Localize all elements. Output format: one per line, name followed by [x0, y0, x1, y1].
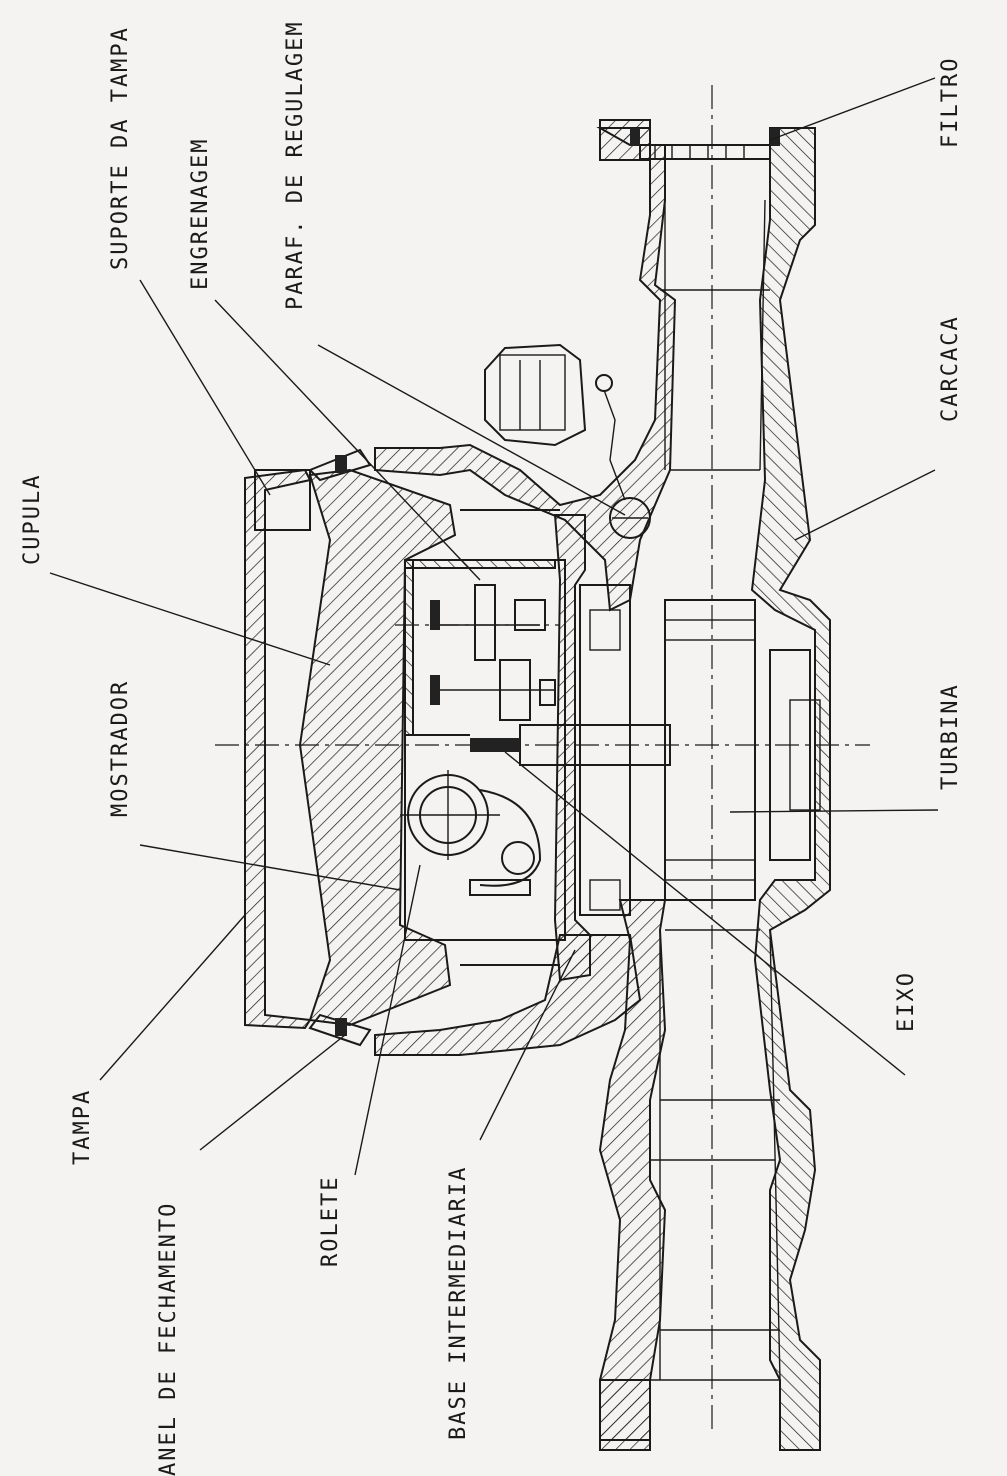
label-base-intermediaria: BASE INTERMEDIARIA — [446, 1165, 471, 1440]
label-eixo: EIXO — [894, 971, 919, 1032]
label-paraf-de-regulagem: PARAF. DE REGULAGEM — [283, 20, 308, 310]
label-tampa: TAMPA — [70, 1088, 95, 1165]
leader-lines — [49, 77, 939, 1176]
paraf-de-regulagem — [484, 343, 651, 539]
label-cupula: CUPULA — [20, 473, 45, 565]
label-filtro: FILTRO — [938, 56, 963, 148]
rolete — [400, 770, 542, 896]
tampa-frame — [244, 448, 372, 1047]
label-suporte-da-tampa: SUPORTE DA TAMPA — [108, 26, 133, 270]
outlet-cap — [599, 119, 651, 161]
cupula — [298, 468, 457, 1027]
label-engrenagem: ENGRENAGEM — [188, 137, 213, 290]
mostrador-register — [404, 559, 566, 941]
label-rolete: ROLETE — [318, 1175, 343, 1267]
label-turbina: TURBINA — [938, 683, 963, 790]
base-intermediaria — [460, 509, 591, 982]
label-anel-de-fechamento: ANEL DE FECHAMENTO — [156, 1201, 181, 1476]
label-carcaca: CARCACA — [938, 315, 963, 422]
turbina — [579, 584, 821, 916]
label-mostrador: MOSTRADOR — [108, 679, 133, 817]
inlet-cap — [599, 1379, 651, 1451]
eixo — [470, 724, 671, 766]
carcaca-body — [374, 119, 831, 1451]
filtro-screen — [630, 128, 780, 160]
